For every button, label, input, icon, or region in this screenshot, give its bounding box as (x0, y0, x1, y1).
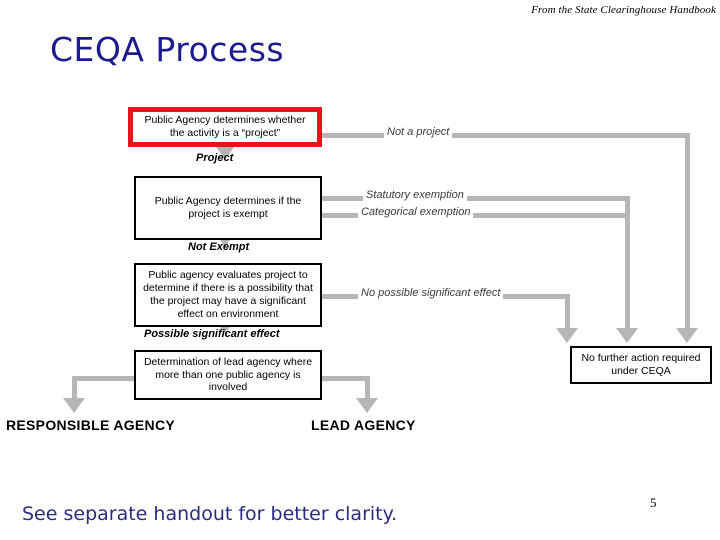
agency-label-responsible-agency: RESPONSIBLE AGENCY (6, 417, 176, 433)
connector-lead-agency-horizontal (318, 376, 370, 381)
branch-label-statutory-exemption: Statutory exemption (363, 189, 467, 201)
node-determine-project-label: Public Agency determines whether the act… (144, 114, 306, 139)
node-lead-agency-determination[interactable]: Determination of lead agency where more … (134, 350, 322, 400)
page-number: 5 (650, 495, 657, 510)
branch-label-categorical-exemption: Categorical exemption (358, 206, 474, 218)
node-lead-agency-determination-label: Determination of lead agency where more … (143, 355, 313, 394)
agency-label-lead-agency: LEAD AGENCY (311, 417, 416, 433)
node-no-further-action[interactable]: No further action required under CEQA (570, 346, 712, 384)
node-determine-project[interactable]: Public Agency determines whether the act… (128, 107, 322, 147)
node-determine-exempt-label: Public Agency determines if the project … (154, 195, 302, 220)
arrowhead-no-effect (556, 328, 578, 343)
node-evaluate-significant-effect[interactable]: Public agency evaluates project to deter… (134, 263, 322, 327)
connector-statutory-exemption-horizontal (322, 196, 630, 201)
branch-label-not-a-project: Not a project (384, 126, 453, 138)
footer-note: See separate handout for better clarity. (22, 503, 398, 525)
stage-label-possible-significant-effect: Possible significant effect (144, 328, 280, 340)
connector-lead-agency-vertical (365, 376, 370, 403)
source-credit: From the State Clearinghouse Handbook (531, 4, 716, 16)
arrowhead-project-stage (216, 147, 234, 160)
ceqa-process-flowchart: Public Agency determines whether the act… (0, 95, 720, 440)
branch-label-no-possible-significant-effect: No possible significant effect (358, 287, 504, 299)
connector-statutory-exemption-vertical (625, 196, 630, 333)
stage-label-project: Project (196, 152, 234, 164)
node-no-further-action-label: No further action required under CEQA (581, 352, 701, 377)
node-evaluate-significant-effect-label: Public agency evaluates project to deter… (143, 269, 313, 320)
arrowhead-not-a-project (676, 328, 698, 343)
page-title: CEQA Process (50, 30, 285, 69)
connector-not-a-project-vertical (685, 133, 690, 333)
connector-responsible-agency-vertical (72, 376, 77, 403)
arrowhead-responsible-agency (63, 398, 85, 413)
node-determine-exempt[interactable]: Public Agency determines if the project … (134, 176, 322, 240)
connector-no-effect-vertical (565, 294, 570, 333)
connector-categorical-exemption-horizontal (322, 213, 630, 218)
connector-not-a-project-horizontal (322, 133, 690, 138)
stage-label-not-exempt: Not Exempt (188, 241, 250, 253)
connector-responsible-agency-horizontal (72, 376, 136, 381)
arrowhead-statutory-exemption (616, 328, 638, 343)
arrowhead-lead-agency (356, 398, 378, 413)
